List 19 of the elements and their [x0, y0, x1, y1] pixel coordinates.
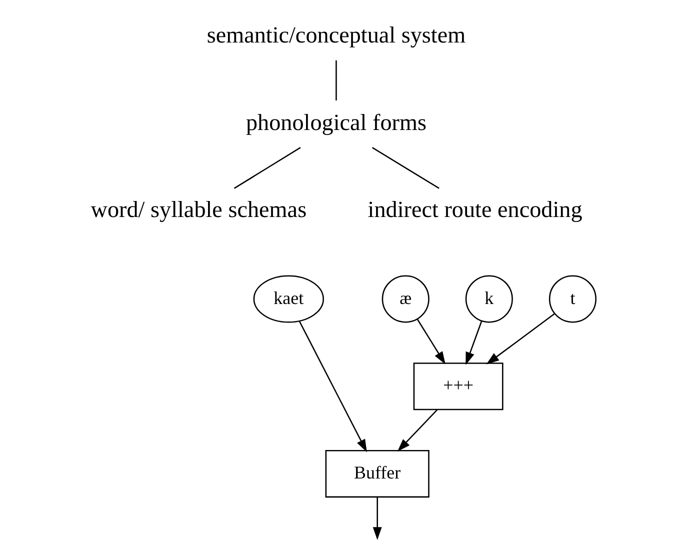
arrow	[486, 313, 555, 364]
node-circle: t	[548, 275, 596, 323]
node-circle: k	[465, 275, 513, 323]
arrow	[466, 321, 482, 366]
node-ellipse: kaet	[253, 275, 324, 323]
node-text: phonological forms	[246, 110, 426, 136]
node-box: Buffer	[325, 450, 430, 498]
arrow	[416, 318, 446, 364]
node-text: indirect route encoding	[368, 197, 582, 224]
arrow	[397, 410, 438, 452]
connector	[372, 147, 440, 189]
node-circle: æ	[382, 275, 430, 323]
connector	[234, 147, 301, 189]
node-box: +++	[413, 362, 504, 410]
node-text: word/ syllable schemas	[90, 197, 307, 224]
arrow	[298, 320, 367, 452]
connector	[336, 60, 337, 100]
arrow	[372, 497, 382, 540]
node-text: semantic/conceptual system	[206, 22, 466, 48]
